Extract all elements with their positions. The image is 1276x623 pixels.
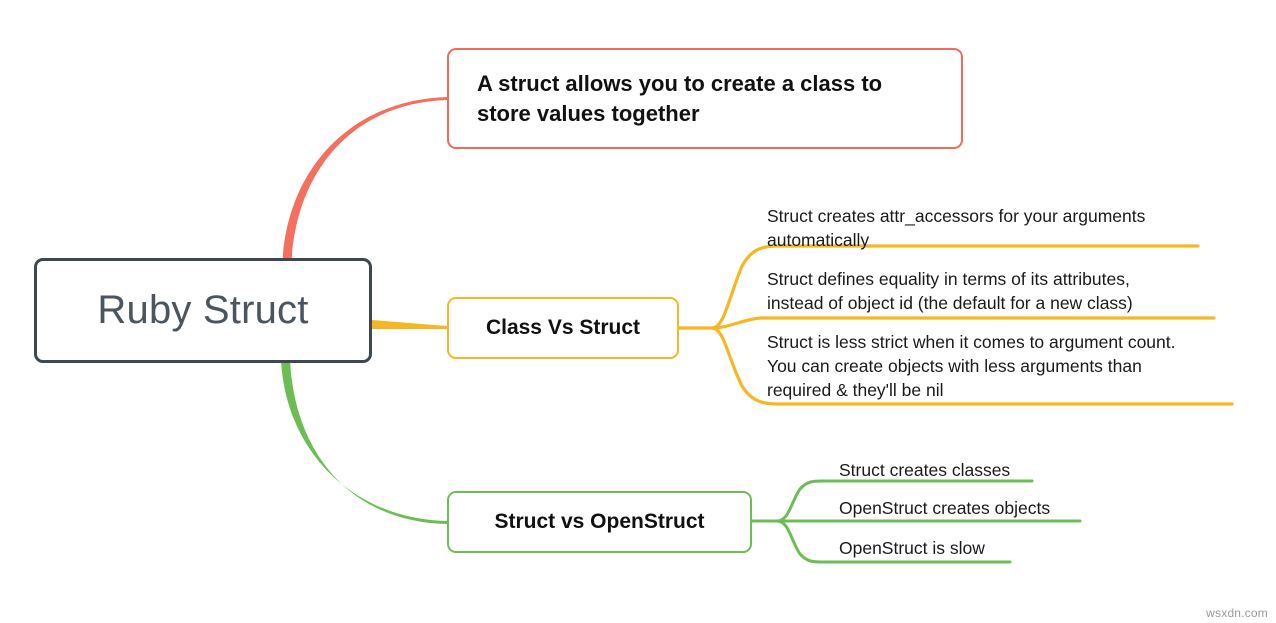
node-definition[interactable]: A struct allows you to create a class to… <box>447 48 963 149</box>
node-class-vs-struct[interactable]: Class Vs Struct <box>447 297 679 359</box>
connector-root-to-class-vs-struct <box>372 320 447 329</box>
connector-root-to-struct-vs-openstruct <box>281 359 447 524</box>
connector-root-to-definition <box>282 97 447 262</box>
root-node-label: Ruby Struct <box>97 288 309 332</box>
leaf-orange-3[interactable]: Struct is less strict when it comes to a… <box>767 332 1176 400</box>
node-struct-vs-openstruct-label: Struct vs OpenStruct <box>494 510 705 533</box>
leaf-green-1[interactable]: Struct creates classes <box>839 460 1011 480</box>
leaf-green-2[interactable]: OpenStruct creates objects <box>839 498 1051 518</box>
leaf-orange-2[interactable]: Struct defines equality in terms of its … <box>767 269 1133 313</box>
leaf-orange-1[interactable]: Struct creates attr_accessors for your a… <box>767 206 1146 250</box>
root-node[interactable]: Ruby Struct <box>34 258 372 363</box>
leaf-green-3[interactable]: OpenStruct is slow <box>839 538 985 558</box>
node-class-vs-struct-label: Class Vs Struct <box>485 316 641 339</box>
node-struct-vs-openstruct[interactable]: Struct vs OpenStruct <box>447 491 752 553</box>
watermark: wsxdn.com <box>1206 606 1268 620</box>
node-definition-label: A struct allows you to create a class to… <box>477 70 883 126</box>
